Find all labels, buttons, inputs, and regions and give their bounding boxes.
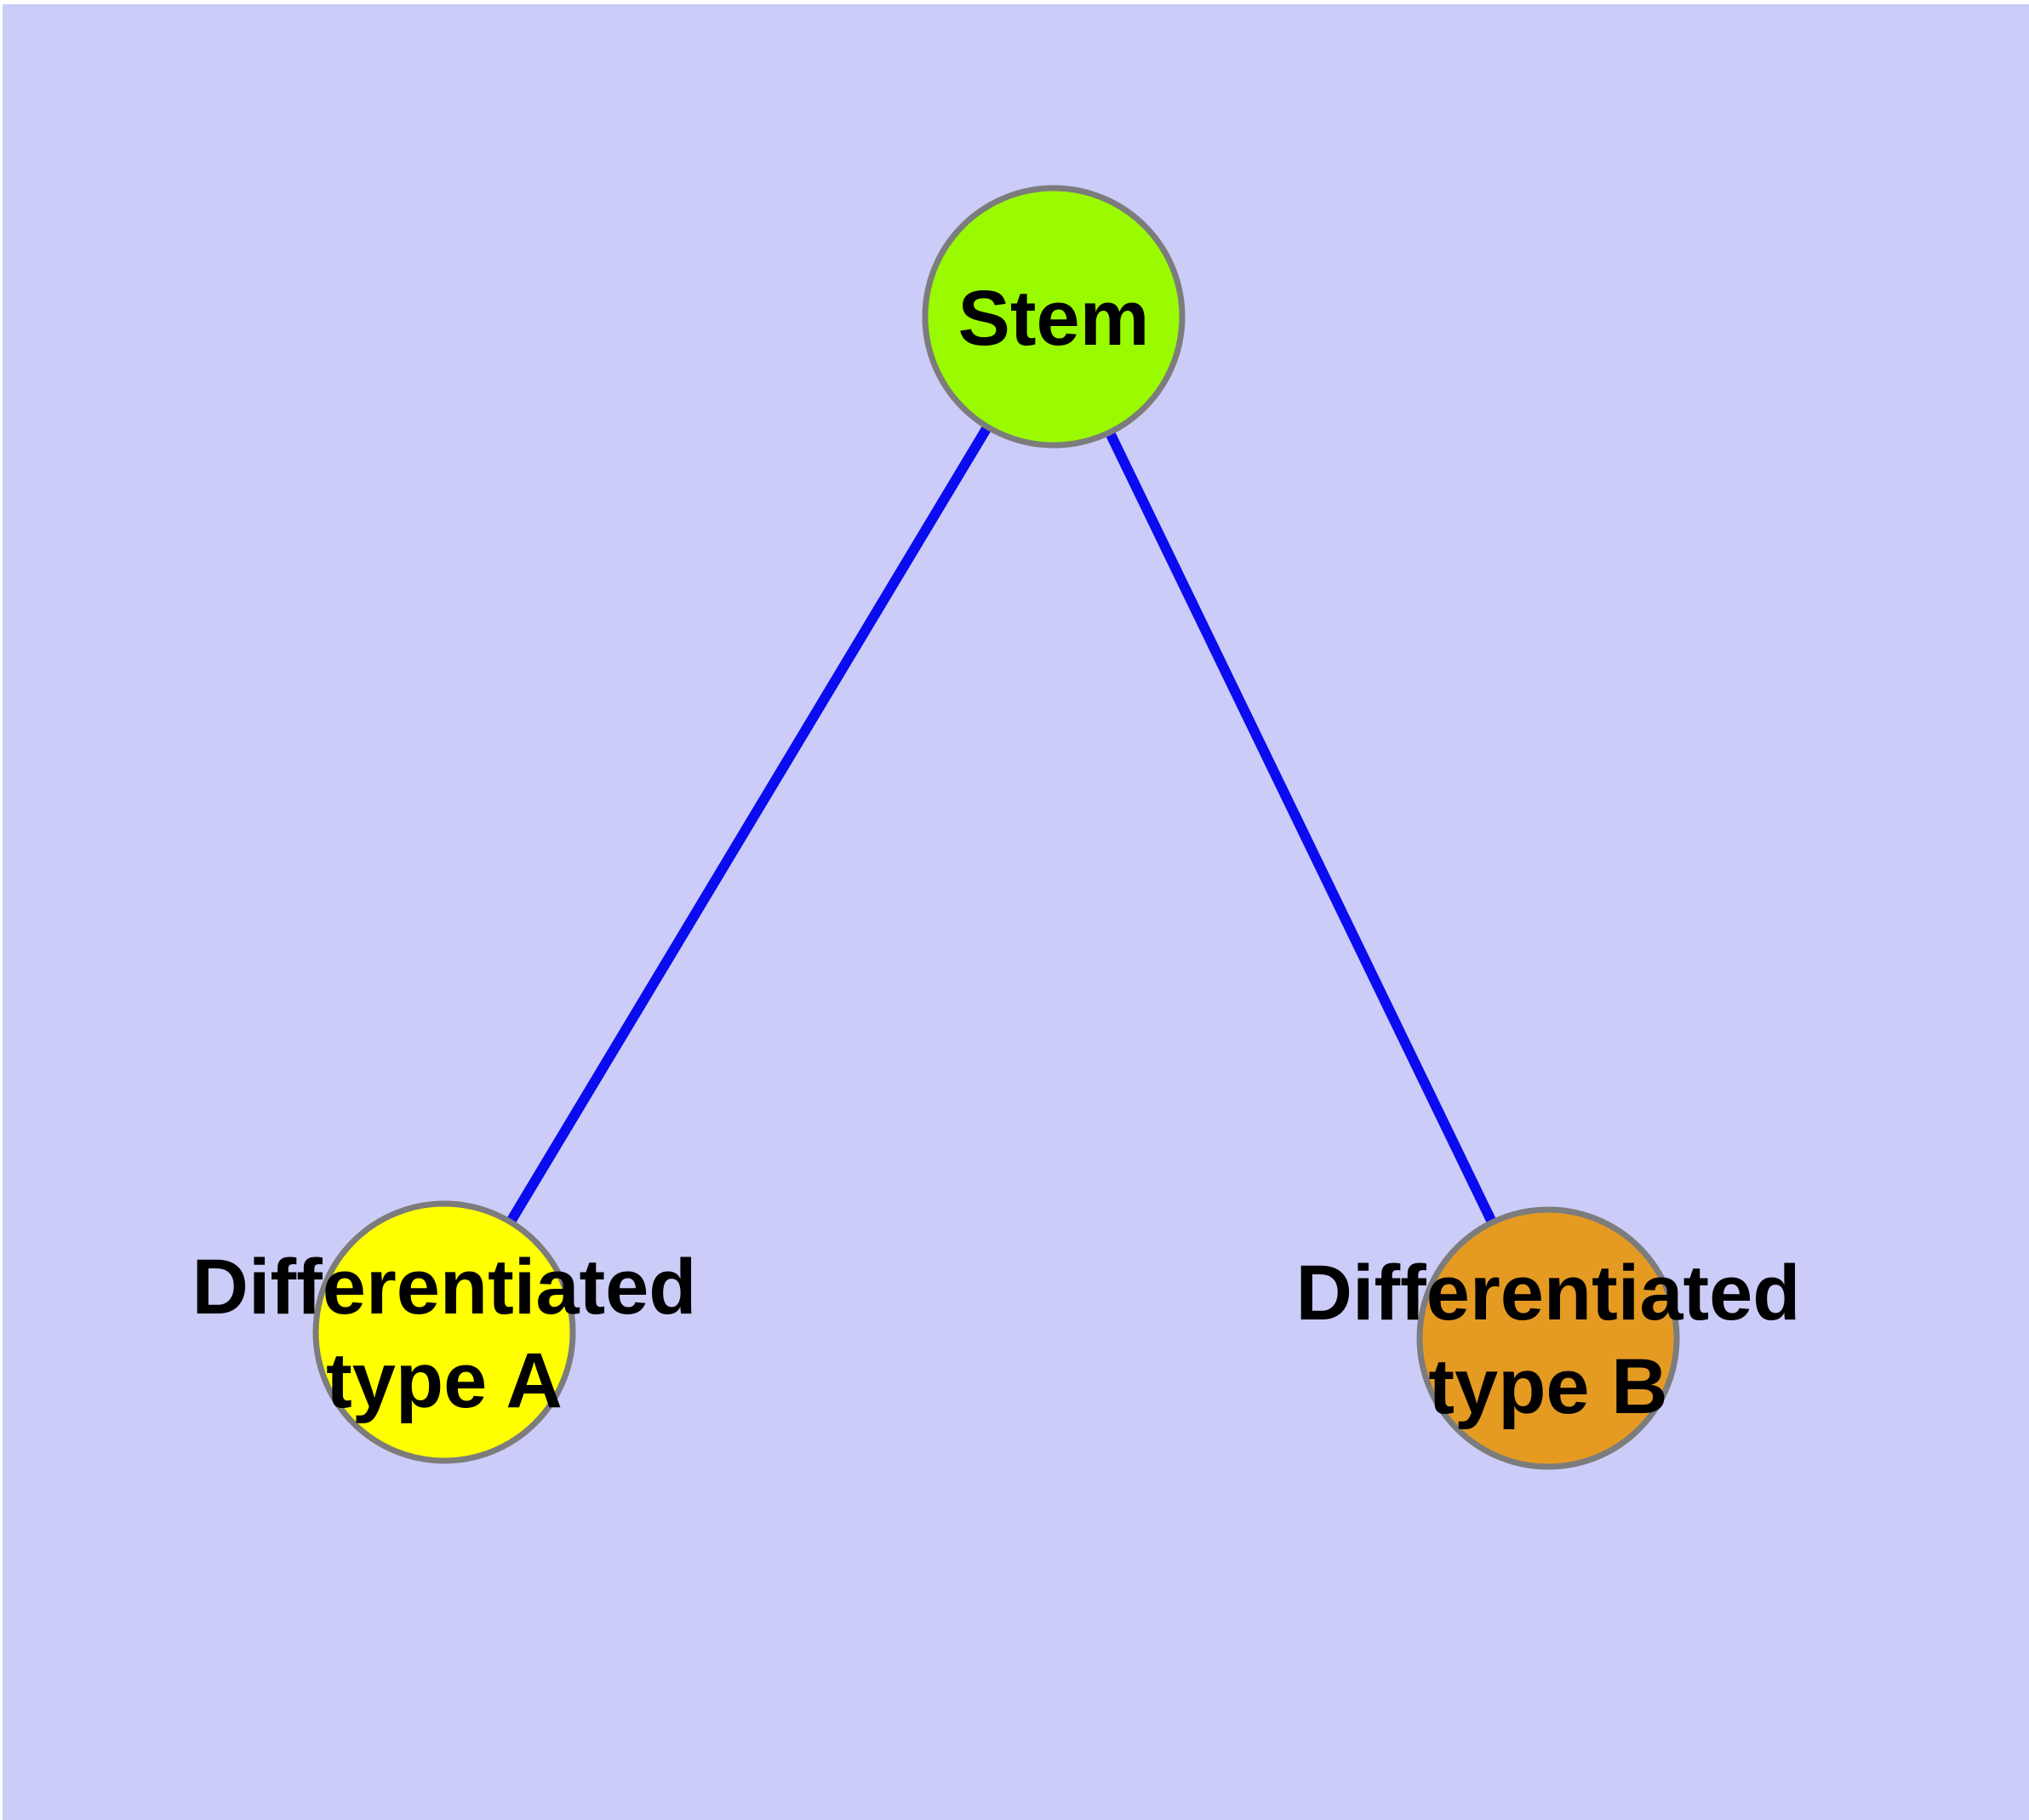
node-label-line: type B xyxy=(1428,1343,1667,1430)
edge-stem-diff-b xyxy=(1049,314,1553,1341)
node-label-line: Stem xyxy=(958,275,1150,362)
edge-stem-diff-a xyxy=(439,313,1059,1336)
node-label-line: Differentiated xyxy=(1296,1250,1801,1336)
node-label-stem: Stem xyxy=(958,275,1150,362)
node-diff-a xyxy=(312,1200,576,1464)
node-stem xyxy=(922,185,1186,449)
node-diff-b xyxy=(1416,1206,1680,1470)
node-label-line: type A xyxy=(326,1337,563,1424)
node-label-line: Differentiated xyxy=(192,1244,697,1331)
